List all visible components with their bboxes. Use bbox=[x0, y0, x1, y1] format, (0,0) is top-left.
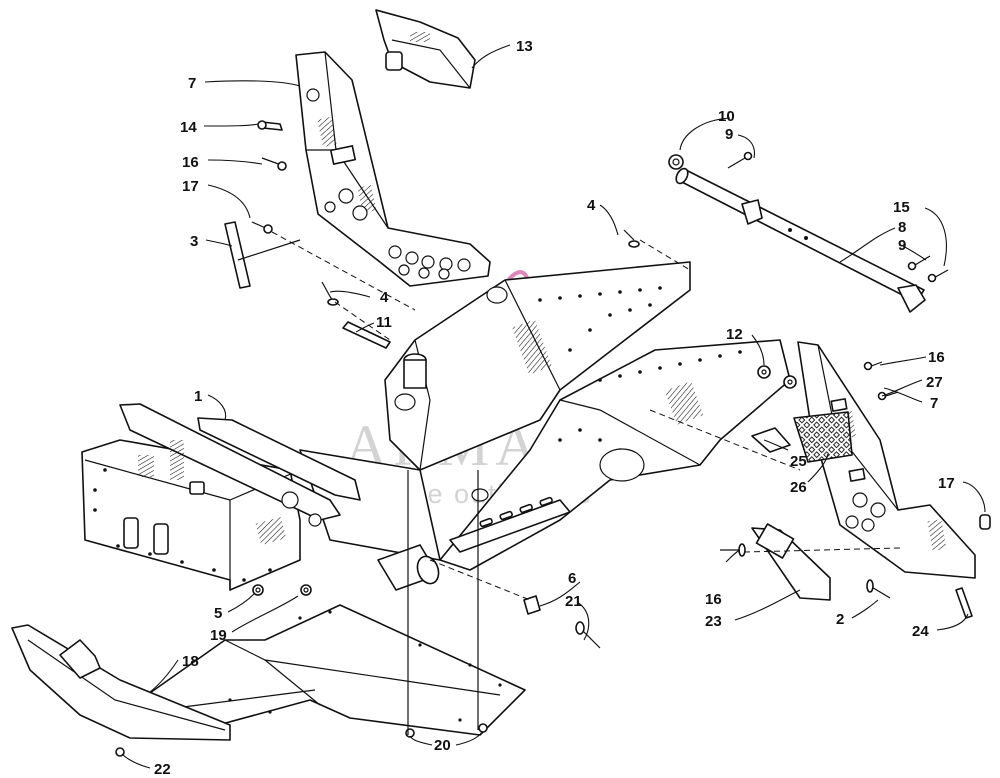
callout-11: 11 bbox=[376, 314, 392, 331]
callout-23: 23 bbox=[705, 613, 722, 630]
front-right-support bbox=[793, 341, 976, 579]
nut-icon bbox=[979, 514, 991, 530]
callout-16-lower: 16 bbox=[705, 591, 722, 608]
bolt-icon bbox=[257, 120, 283, 131]
callout-5: 5 bbox=[214, 605, 222, 622]
front-bulkhead bbox=[81, 403, 361, 591]
callout-9-right: 9 bbox=[898, 237, 906, 254]
skid-plate bbox=[139, 604, 526, 736]
callout-17-upper: 17 bbox=[182, 178, 199, 195]
callout-19: 19 bbox=[210, 627, 227, 644]
clip-icon bbox=[523, 595, 541, 615]
rivet-icon bbox=[623, 229, 640, 248]
bolt-icon bbox=[251, 221, 273, 234]
rivet-icon bbox=[321, 281, 339, 306]
callout-22: 22 bbox=[154, 761, 171, 778]
callout-7-right: 7 bbox=[930, 395, 938, 412]
bulkhead-rivets bbox=[93, 468, 272, 582]
callout-17-right: 17 bbox=[938, 475, 955, 492]
fasteners bbox=[115, 120, 991, 757]
rivet-icon bbox=[720, 543, 746, 557]
callout-16-upper: 16 bbox=[182, 154, 199, 171]
skid-plate-rivets bbox=[228, 610, 502, 722]
bolt-icon bbox=[907, 255, 931, 271]
callout-7-upper: 7 bbox=[188, 75, 196, 92]
bracket-plate bbox=[755, 523, 795, 559]
small-strip bbox=[342, 321, 391, 349]
bolt-icon bbox=[877, 391, 899, 401]
callout-15: 15 bbox=[893, 199, 910, 216]
callout-labels: 1 2 3 4 4 5 6 7 7 8 9 9 10 11 12 13 14 1… bbox=[154, 38, 955, 778]
nut-icon bbox=[252, 584, 264, 596]
callout-1: 1 bbox=[194, 388, 202, 405]
callout-8: 8 bbox=[898, 219, 906, 236]
lower-rail-rivets bbox=[558, 350, 742, 452]
nut-icon bbox=[783, 375, 797, 389]
rail-rivet-holes bbox=[538, 286, 662, 352]
callout-12: 12 bbox=[726, 326, 743, 343]
alignment-lines bbox=[237, 231, 901, 735]
callout-26: 26 bbox=[790, 479, 807, 496]
nut-icon bbox=[668, 154, 684, 170]
steering-post bbox=[675, 167, 926, 313]
strip-part bbox=[224, 221, 251, 289]
callout-4-upper: 4 bbox=[587, 197, 596, 214]
callout-9-upper: 9 bbox=[725, 126, 733, 143]
callout-4-lower: 4 bbox=[380, 289, 389, 306]
nose-pan bbox=[11, 624, 231, 741]
callout-2: 2 bbox=[836, 611, 844, 628]
bolt-icon bbox=[261, 157, 287, 171]
callout-24: 24 bbox=[912, 623, 929, 640]
leader-lines bbox=[121, 44, 986, 769]
bolt-icon bbox=[863, 361, 883, 371]
callout-14: 14 bbox=[180, 119, 197, 136]
callout-25: 25 bbox=[790, 453, 807, 470]
callout-10: 10 bbox=[718, 108, 735, 125]
callout-20: 20 bbox=[434, 737, 451, 754]
callout-27: 27 bbox=[926, 374, 943, 391]
callout-21: 21 bbox=[565, 593, 582, 610]
callout-3: 3 bbox=[190, 233, 198, 250]
steering-cover bbox=[375, 9, 476, 89]
callout-6: 6 bbox=[568, 570, 576, 587]
upper-steering-support bbox=[295, 51, 491, 287]
nut-icon bbox=[300, 584, 312, 596]
bolt-icon bbox=[927, 269, 949, 283]
callout-13: 13 bbox=[516, 38, 533, 55]
callout-18: 18 bbox=[182, 653, 199, 670]
rivet-icon bbox=[575, 621, 601, 649]
nut-icon bbox=[757, 365, 771, 379]
callout-16-right: 16 bbox=[928, 349, 945, 366]
mount-bracket bbox=[751, 427, 791, 453]
small-bracket-strip bbox=[955, 587, 973, 619]
rivet-icon bbox=[866, 579, 891, 599]
bolt-icon bbox=[727, 151, 753, 169]
